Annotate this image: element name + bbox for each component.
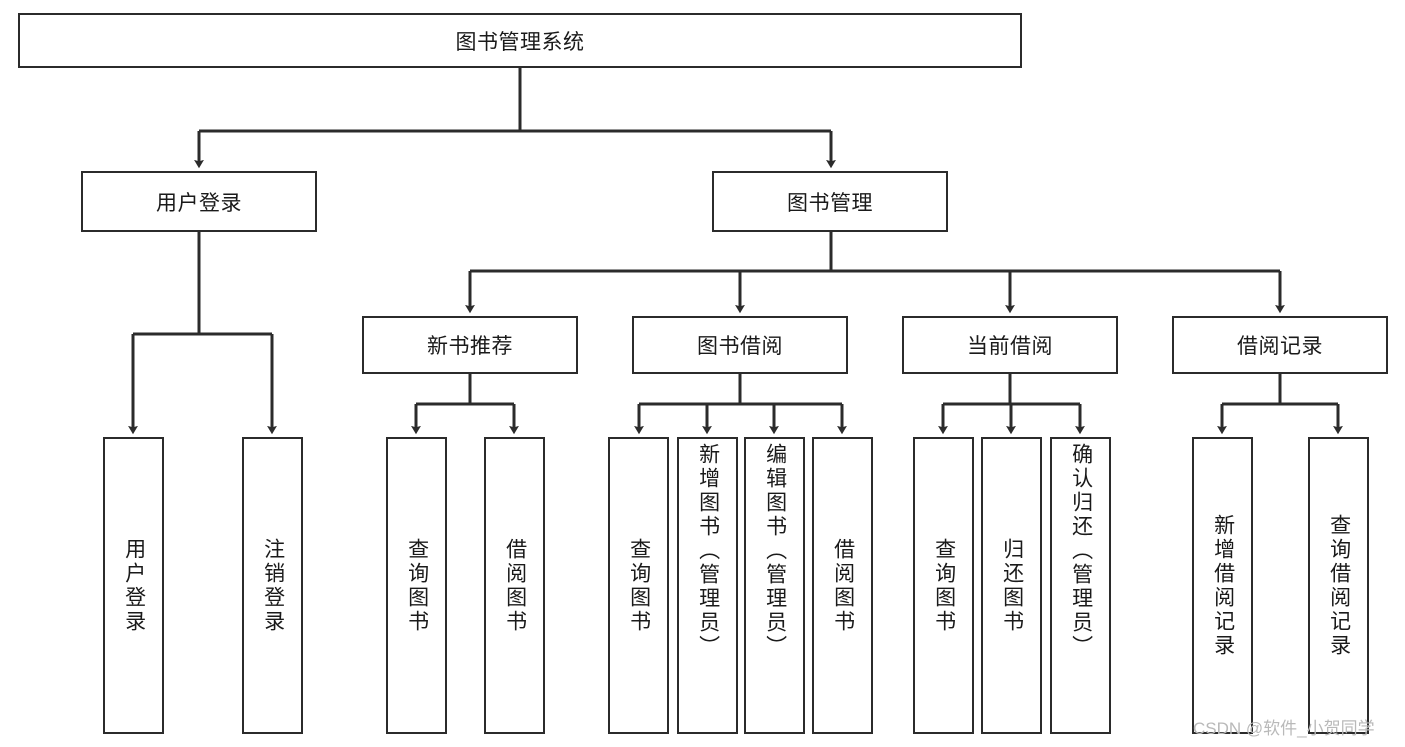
node-book-management[interactable]: 图书管理	[712, 171, 948, 232]
node-label: 确认归还（管理员）	[1069, 443, 1093, 659]
leaf-book-borrow-query[interactable]: 查询图书	[608, 437, 669, 734]
leaf-borrow-record-add[interactable]: 新增借阅记录	[1192, 437, 1253, 734]
edges-root-to-level2	[194, 68, 836, 169]
leaf-current-borrow-confirm-return[interactable]: 确认归还（管理员）	[1050, 437, 1111, 734]
node-label: 图书管理	[787, 191, 873, 215]
node-borrow-record[interactable]: 借阅记录	[1172, 316, 1388, 374]
edges-current-borrow-to-leaves	[938, 374, 1085, 435]
leaf-book-borrow-edit[interactable]: 编辑图书（管理员）	[744, 437, 805, 734]
node-label: 注销登录	[261, 537, 285, 634]
edges-user-login-to-leaves	[128, 232, 277, 435]
leaf-book-borrow-add[interactable]: 新增图书（管理员）	[677, 437, 738, 734]
node-label: 用户登录	[156, 191, 242, 215]
node-label: 新增借阅记录	[1211, 513, 1235, 658]
leaf-user-login-logout[interactable]: 注销登录	[242, 437, 303, 734]
node-label: 图书管理系统	[455, 30, 585, 54]
node-label: 借阅图书	[831, 537, 855, 634]
node-new-book-recommend[interactable]: 新书推荐	[362, 316, 578, 374]
node-label: 图书借阅	[697, 335, 783, 358]
edges-level2-book-to-level3	[465, 232, 1285, 314]
node-label: 借阅记录	[1237, 335, 1323, 358]
leaf-new-book-borrow[interactable]: 借阅图书	[484, 437, 545, 734]
node-label: 查询图书	[627, 537, 651, 634]
node-label: 查询图书	[932, 537, 956, 634]
node-user-login[interactable]: 用户登录	[81, 171, 317, 232]
node-label: 编辑图书（管理员）	[763, 443, 787, 659]
edges-borrow-record-to-leaves	[1217, 374, 1343, 435]
node-label: 当前借阅	[967, 335, 1053, 358]
leaf-current-borrow-return[interactable]: 归还图书	[981, 437, 1042, 734]
node-label: 归还图书	[1000, 537, 1024, 634]
leaf-borrow-record-query[interactable]: 查询借阅记录	[1308, 437, 1369, 734]
node-label: 新书推荐	[427, 335, 513, 358]
edges-new-book-to-leaves	[411, 374, 519, 435]
node-label: 借阅图书	[503, 537, 527, 634]
node-current-borrow[interactable]: 当前借阅	[902, 316, 1118, 374]
node-label: 用户登录	[122, 537, 146, 634]
node-label: 新增图书（管理员）	[696, 443, 720, 659]
node-root-library-system[interactable]: 图书管理系统	[18, 13, 1022, 68]
edges-book-borrow-to-leaves	[634, 374, 847, 435]
node-label: 查询借阅记录	[1327, 513, 1351, 658]
node-label: 查询图书	[405, 537, 429, 634]
leaf-book-borrow-lend[interactable]: 借阅图书	[812, 437, 873, 734]
leaf-new-book-query[interactable]: 查询图书	[386, 437, 447, 734]
leaf-user-login-signin[interactable]: 用户登录	[103, 437, 164, 734]
node-book-borrow[interactable]: 图书借阅	[632, 316, 848, 374]
leaf-current-borrow-query[interactable]: 查询图书	[913, 437, 974, 734]
